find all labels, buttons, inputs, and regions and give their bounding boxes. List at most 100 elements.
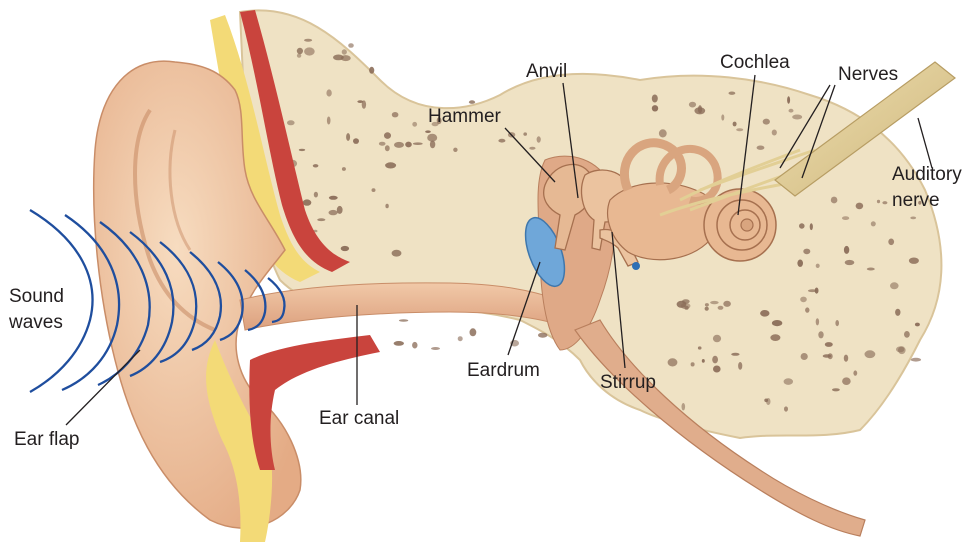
bone-pore	[818, 331, 823, 338]
bone-pore	[792, 115, 802, 120]
bone-pore	[757, 146, 765, 150]
bone-pore	[453, 148, 457, 152]
bone-pore	[668, 358, 678, 366]
label-anvil: Anvil	[526, 61, 567, 82]
bone-pore	[652, 95, 658, 103]
bone-pore	[845, 260, 855, 265]
bone-pore	[385, 204, 388, 209]
bone-pore	[856, 203, 864, 210]
label-auditory-nerve-line1: Auditory	[892, 164, 962, 185]
bone-pore	[329, 210, 338, 215]
bone-pore	[831, 197, 838, 204]
bone-pore	[723, 301, 731, 307]
bone-pore	[326, 89, 331, 96]
label-cochlea: Cochlea	[720, 52, 790, 73]
bone-pore	[691, 362, 695, 366]
bone-pore	[815, 288, 819, 294]
bone-pore	[413, 142, 423, 145]
bone-pore	[412, 122, 417, 127]
bone-pore	[431, 347, 440, 350]
bone-pore	[394, 341, 404, 346]
bone-pore	[469, 100, 475, 104]
bone-pore	[721, 114, 724, 120]
bone-pore	[867, 268, 875, 271]
bone-pore	[297, 48, 303, 54]
bone-pore	[694, 107, 705, 114]
bone-pore	[313, 164, 319, 167]
bone-pore	[470, 328, 477, 336]
label-nerves: Nerves	[838, 64, 898, 85]
bone-pore	[384, 132, 391, 139]
bone-pore	[314, 192, 318, 198]
bone-pore	[712, 356, 718, 364]
bone-pore	[425, 130, 431, 133]
bone-pore	[369, 67, 374, 74]
label-ear-canal: Ear canal	[319, 408, 399, 429]
bone-pore	[357, 100, 363, 103]
label-ear-flap: Ear flap	[14, 429, 79, 450]
bone-pore	[353, 138, 359, 144]
bone-pore	[816, 318, 819, 325]
bone-pore	[392, 112, 399, 117]
bone-pore	[710, 301, 718, 304]
bone-pore	[800, 297, 807, 303]
bone-pore	[698, 346, 702, 349]
bone-pore	[760, 310, 769, 317]
bone-pore	[865, 350, 876, 358]
bone-pore	[877, 200, 880, 203]
bone-pore	[523, 132, 527, 135]
bone-pore	[681, 303, 691, 309]
label-auditory-nerve-line2: nerve	[892, 190, 940, 211]
bone-pore	[392, 250, 402, 257]
bone-pore	[538, 333, 547, 338]
bone-pore	[835, 320, 839, 326]
bone-pore	[689, 102, 696, 108]
bone-pore	[458, 336, 463, 341]
bone-pore	[348, 43, 354, 48]
bone-pore	[297, 54, 301, 58]
bone-pore	[770, 334, 780, 341]
bone-pore	[888, 239, 894, 246]
label-sound-waves-line2: waves	[8, 312, 63, 333]
leader-auditory-nerve	[918, 118, 932, 168]
bone-pore	[346, 133, 350, 141]
bone-pore	[303, 199, 312, 205]
bone-pore	[832, 388, 840, 391]
bone-pore	[317, 218, 325, 221]
bone-pore	[844, 355, 848, 362]
bone-pore	[427, 134, 437, 142]
bone-pore	[537, 136, 541, 142]
bone-pore	[405, 142, 412, 148]
bone-pore	[729, 92, 736, 95]
label-hammer: Hammer	[428, 106, 502, 127]
bone-pore	[731, 353, 739, 356]
bone-pore	[682, 403, 686, 410]
bone-pore	[498, 139, 505, 143]
bone-pore	[772, 130, 777, 136]
bone-pore	[825, 342, 833, 347]
muscle-layer-lower	[249, 335, 380, 470]
bone-pore	[287, 120, 295, 125]
bone-pore	[797, 260, 803, 267]
vestibule-shape	[608, 183, 718, 260]
bone-pore	[904, 331, 910, 338]
bone-pore	[394, 142, 404, 148]
bone-pore	[304, 39, 312, 42]
bone-pore	[763, 119, 770, 125]
bone-pore	[842, 216, 849, 220]
bone-pore	[713, 366, 721, 373]
bone-pore	[342, 49, 347, 54]
bone-pore	[385, 145, 390, 151]
label-stirrup: Stirrup	[600, 372, 656, 393]
bone-pore	[909, 258, 919, 264]
bone-pore	[733, 122, 737, 127]
bone-pore	[412, 342, 417, 349]
bone-pore	[910, 217, 916, 220]
bone-pore	[399, 319, 408, 322]
label-sound-waves-line1: Sound	[9, 286, 64, 307]
bone-pore	[799, 223, 805, 228]
bone-pore	[333, 55, 344, 61]
bone-pore	[379, 142, 386, 146]
